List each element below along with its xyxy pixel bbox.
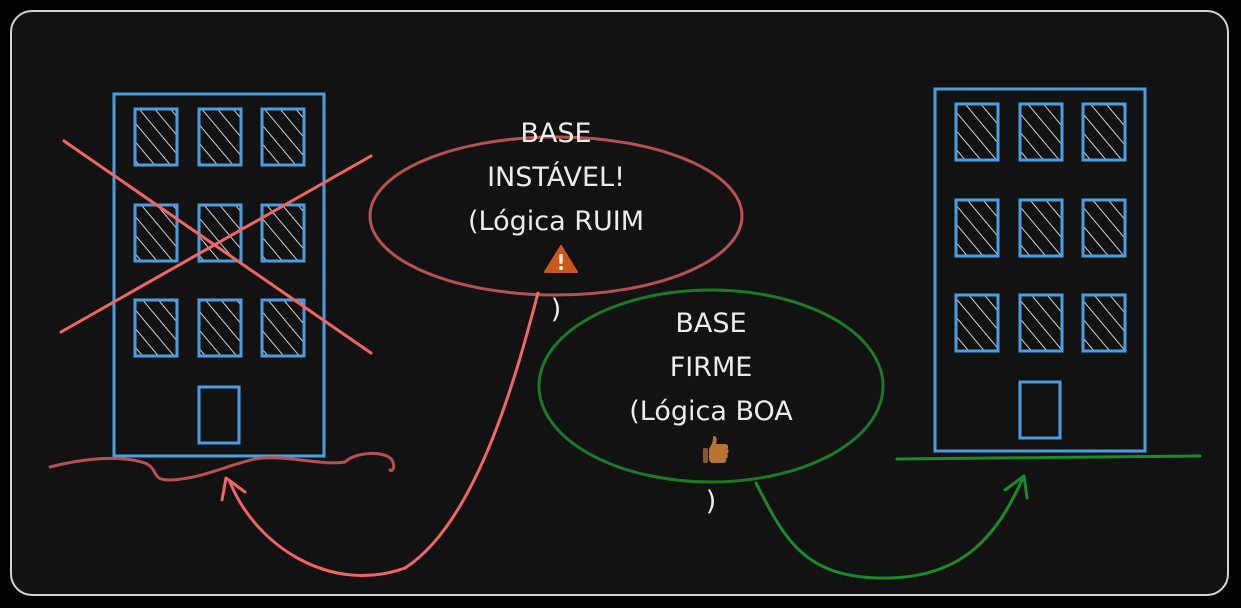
unstable-arrow-head: [220, 476, 247, 502]
building-windows: [954, 102, 1127, 353]
firm-arrow-head: [1003, 474, 1029, 500]
window: [954, 102, 1000, 162]
warning-icon: [399, 244, 723, 288]
unstable-label-close: ): [550, 294, 562, 325]
firm-building: [933, 87, 1147, 453]
window: [1018, 198, 1064, 258]
firm-label-close: ): [705, 486, 717, 517]
thumbs-up-icon: [559, 434, 873, 480]
cross-line: [59, 154, 373, 334]
unstable-label-line2: INSTÁVEL!: [487, 162, 625, 193]
unstable-base-bubble: [368, 135, 744, 297]
window: [260, 298, 306, 358]
door: [1018, 380, 1062, 440]
firm-ground: [895, 454, 1202, 461]
window: [1018, 293, 1064, 353]
window: [197, 298, 243, 358]
unstable-label-line1: BASE: [520, 118, 592, 149]
firm-arrow: [754, 478, 1024, 580]
unstable-label-text: (Lógica RUIM: [467, 206, 644, 237]
building-outline: [933, 87, 1147, 453]
firm-label-text: (Lógica BOA: [629, 396, 793, 427]
window: [1081, 198, 1127, 258]
window: [133, 107, 179, 167]
building-windows: [133, 107, 306, 358]
firm-label-line2: FIRME: [669, 352, 753, 383]
window: [954, 198, 1000, 258]
window: [954, 293, 1000, 353]
unstable-arrow: [228, 291, 540, 577]
window: [260, 107, 306, 167]
unstable-building: [112, 92, 326, 458]
window: [197, 107, 243, 167]
firm-base-bubble: [537, 288, 885, 484]
building-outline: [112, 92, 326, 458]
firm-label-line3: (Lógica BOA): [541, 390, 881, 524]
firm-base-label: BASE FIRME (Lógica BOA): [541, 302, 881, 524]
unstable-ground: [48, 452, 396, 482]
window: [133, 298, 179, 358]
window: [1081, 102, 1127, 162]
cross-mark: [59, 139, 373, 355]
cross-line: [62, 139, 373, 355]
unstable-label-line3: (Lógica RUIM): [381, 200, 731, 332]
unstable-base-label: BASE INSTÁVEL! (Lógica RUIM): [381, 112, 731, 332]
window: [1081, 293, 1127, 353]
firm-label-line1: BASE: [675, 308, 747, 339]
window: [1018, 102, 1064, 162]
door: [197, 385, 241, 445]
